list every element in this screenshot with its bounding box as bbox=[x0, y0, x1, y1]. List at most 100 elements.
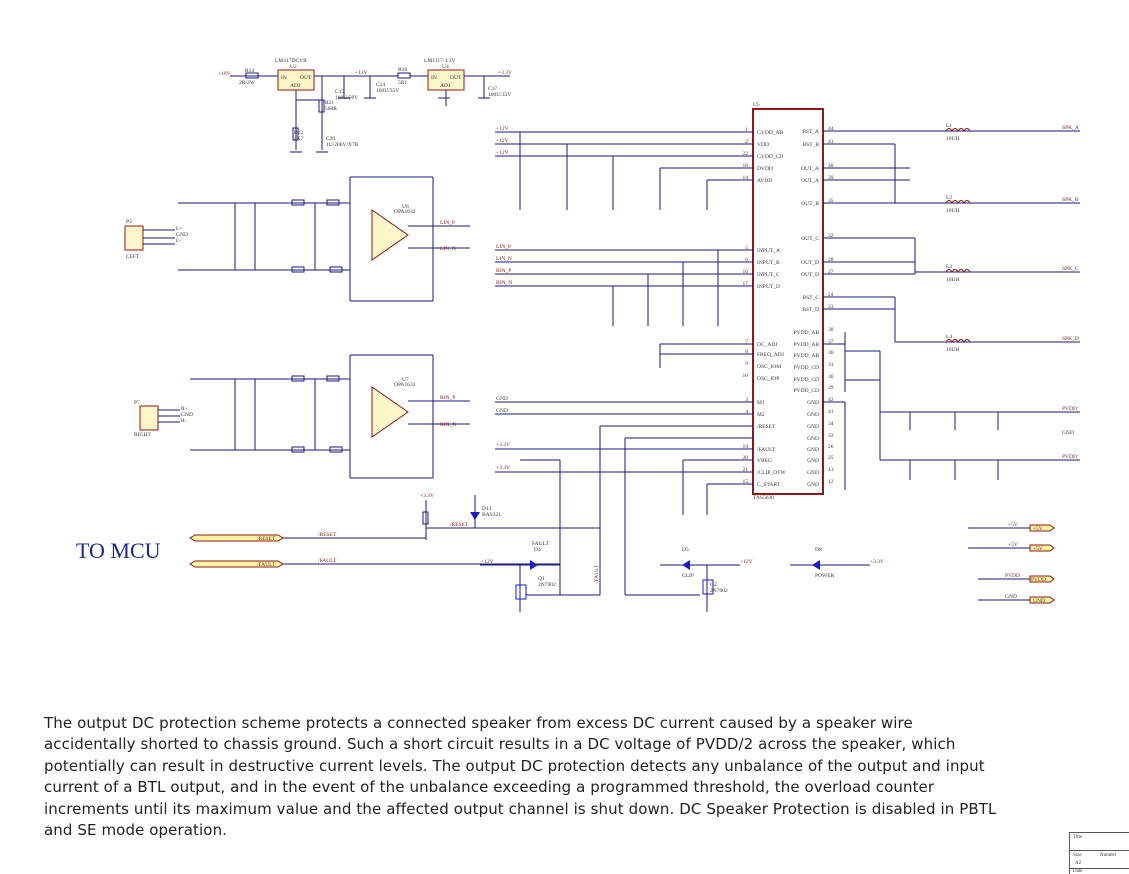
ic-right-pin-name: OUT_C bbox=[801, 236, 819, 242]
pwr-33v-reset: +3.3V bbox=[420, 493, 434, 499]
ic-right-pin-num: 28 bbox=[828, 257, 834, 263]
inductor-ref-4: L4 bbox=[946, 334, 952, 340]
description-text: The output DC protection scheme protects… bbox=[44, 713, 1004, 841]
pwr-33v-label-top: +3.3V bbox=[498, 70, 512, 76]
u4-part: LM1117-3.3V bbox=[424, 58, 456, 64]
ic-left-pin-num: 17 bbox=[743, 281, 749, 287]
pwr-12v-label-top: +12V bbox=[355, 70, 368, 76]
ic-left-pins: GVDD_AB1VDD2GVDD_CD22DVDD16AVDD14INPUT_A… bbox=[743, 127, 787, 488]
ic-right-pin-name: GND bbox=[807, 424, 819, 430]
net-12v-b: +12V bbox=[496, 138, 509, 144]
net-rin-n-left: RIN_N bbox=[440, 422, 456, 428]
ic-right-pin-num: 33 bbox=[828, 433, 834, 439]
net-gnd-m2: GND bbox=[496, 408, 508, 414]
c15-ref: C15 bbox=[335, 89, 344, 95]
connector-p7 bbox=[139, 405, 159, 431]
ic-left-pin-num: 10 bbox=[743, 373, 749, 379]
ic-left-pin-num: 20 bbox=[743, 455, 749, 461]
ic-right-pin-name: GND bbox=[807, 458, 819, 464]
ic-right-pin-name: GND bbox=[807, 482, 819, 488]
ic-left-pin-name: /CLIP_OTW bbox=[757, 470, 787, 476]
connector-p3 bbox=[124, 225, 144, 251]
led-fault bbox=[530, 560, 538, 570]
r22-ref: R22 bbox=[294, 130, 303, 136]
ic-right-pin-name: PVDD_CD bbox=[794, 365, 819, 371]
p7-name: RIGHT bbox=[134, 432, 151, 438]
right-port-5v-b: +5V bbox=[1008, 542, 1018, 548]
ic-right-pin-num: 36 bbox=[828, 350, 834, 356]
r21-ref: R21 bbox=[325, 100, 334, 106]
ic-right-pin-name: PVDD_AB bbox=[794, 330, 820, 336]
ic-right-pin-name: BST_A bbox=[802, 129, 819, 135]
u2-in: IN bbox=[281, 75, 287, 81]
ic-right-pin-num: 32 bbox=[828, 233, 834, 239]
p7-pin3: R- bbox=[181, 418, 187, 424]
ic-left-pin-name: GVDD_CD bbox=[757, 154, 783, 160]
right-port-gnd-box: GND bbox=[1033, 598, 1045, 604]
c15-value: 100U/50V bbox=[335, 95, 358, 101]
r21-value: 560R bbox=[325, 106, 337, 112]
ic-right-pin-name: OUT_A bbox=[801, 166, 819, 172]
ic-left-pin-num: 7 bbox=[745, 339, 748, 345]
net-rin-p-left: RIN_P bbox=[440, 395, 455, 401]
led-power-label: POWER bbox=[815, 573, 835, 579]
led-power-ref: D8 bbox=[815, 547, 822, 553]
u6-ref: U6 bbox=[402, 204, 409, 210]
u6-part: OPA1632 bbox=[394, 209, 416, 215]
net-pvdd-2: PVDD bbox=[1062, 454, 1077, 460]
ic-left-pin-name: INPUT_A bbox=[757, 248, 780, 254]
mcu-heading: TO MCU bbox=[76, 538, 161, 563]
u7-part: OPA1632 bbox=[394, 382, 416, 388]
inductor-ref-2: L2 bbox=[946, 195, 952, 201]
ic-left-pin-num: 21 bbox=[743, 467, 749, 473]
ic-right-pin-num: 35 bbox=[828, 198, 834, 204]
ic-right-pin-num: 29 bbox=[828, 385, 834, 391]
ic-left-pin-name: FREQ_ADJ bbox=[757, 352, 785, 358]
ic-left-pin-num: 2 bbox=[745, 139, 748, 145]
ic-right-pin-num: 38 bbox=[828, 327, 834, 333]
led-fault-label: FAULT bbox=[532, 541, 549, 547]
ic-right-pin-num: 26 bbox=[828, 444, 834, 450]
q2-ref: Q2 bbox=[710, 582, 717, 588]
net-fault-mcu: /FAULT bbox=[318, 558, 337, 564]
led-clip-label: CLIP bbox=[682, 573, 694, 579]
pwr-18v-label: +18V bbox=[218, 71, 231, 77]
ic-left-pin-name: INPUT_D bbox=[757, 284, 780, 290]
ic-left-pin-name: M1 bbox=[757, 400, 765, 406]
port-reset-label: /RESET bbox=[257, 536, 276, 542]
net-33v-clip: +3.3V bbox=[496, 465, 510, 471]
net-12v-c: +12V bbox=[496, 150, 509, 156]
ic-right-pin-name: OUT_A bbox=[801, 178, 819, 184]
status-section: +3.3V /RESET D13 BAS321 +12V FAULT D4 Q1… bbox=[420, 493, 884, 612]
ic-left-pin-name: OC_ADJ bbox=[757, 342, 778, 348]
ic-left-pin-name: INPUT_B bbox=[757, 260, 780, 266]
net-lin-p: LIN_P bbox=[496, 244, 511, 250]
ic-right-pin-num: 24 bbox=[828, 292, 834, 298]
ic-right-pin-num: 40 bbox=[828, 163, 834, 169]
c20-value: 1U/200V/X7R bbox=[326, 142, 359, 148]
ic-left-pin-name: M2 bbox=[757, 412, 765, 418]
ic-left-pin-num: 15 bbox=[743, 479, 749, 485]
inductor-value-3: 10UH bbox=[946, 277, 959, 283]
right-ports: +5V +5V +5V +5V PVDD PVDD GND GND bbox=[968, 522, 1055, 604]
mcu-ports: /RESET /RESET /FAULT /FAULT bbox=[189, 532, 560, 568]
ic-left-pin-name: DVDD bbox=[757, 166, 773, 172]
inductor-coil bbox=[945, 269, 971, 273]
pwr-33v-power: +3.3V bbox=[870, 559, 884, 565]
schematic-canvas: +18V R14 2R/2W LM317DCYR U2 IN OUT ADJ +… bbox=[124, 58, 1080, 612]
ic-part: TAS5630 bbox=[753, 495, 774, 501]
ic-right-pin-name: BST_D bbox=[802, 307, 819, 313]
led-power bbox=[812, 560, 820, 570]
p7-pin2: GND bbox=[181, 412, 193, 418]
ic-right-pin-name: GND bbox=[807, 470, 819, 476]
ic-left-pin-name: /FAULT bbox=[757, 447, 776, 453]
output-stage: SPK_AL110UHSPK_BL210UHSPK_CL310UHSPK_DL4… bbox=[823, 123, 1080, 490]
ic-ref: U5 bbox=[753, 102, 760, 108]
net-lin-n: LIN_N bbox=[496, 256, 512, 262]
ic-left-pin-num: 3 bbox=[745, 397, 748, 403]
c17-ref: C17 bbox=[488, 86, 497, 92]
d13-ref: D13 bbox=[482, 506, 492, 512]
net-lin-n-left: LIN_N bbox=[440, 246, 456, 252]
ic-right-pin-num: 34 bbox=[828, 421, 834, 427]
inductor-value-4: 10UH bbox=[946, 347, 959, 353]
